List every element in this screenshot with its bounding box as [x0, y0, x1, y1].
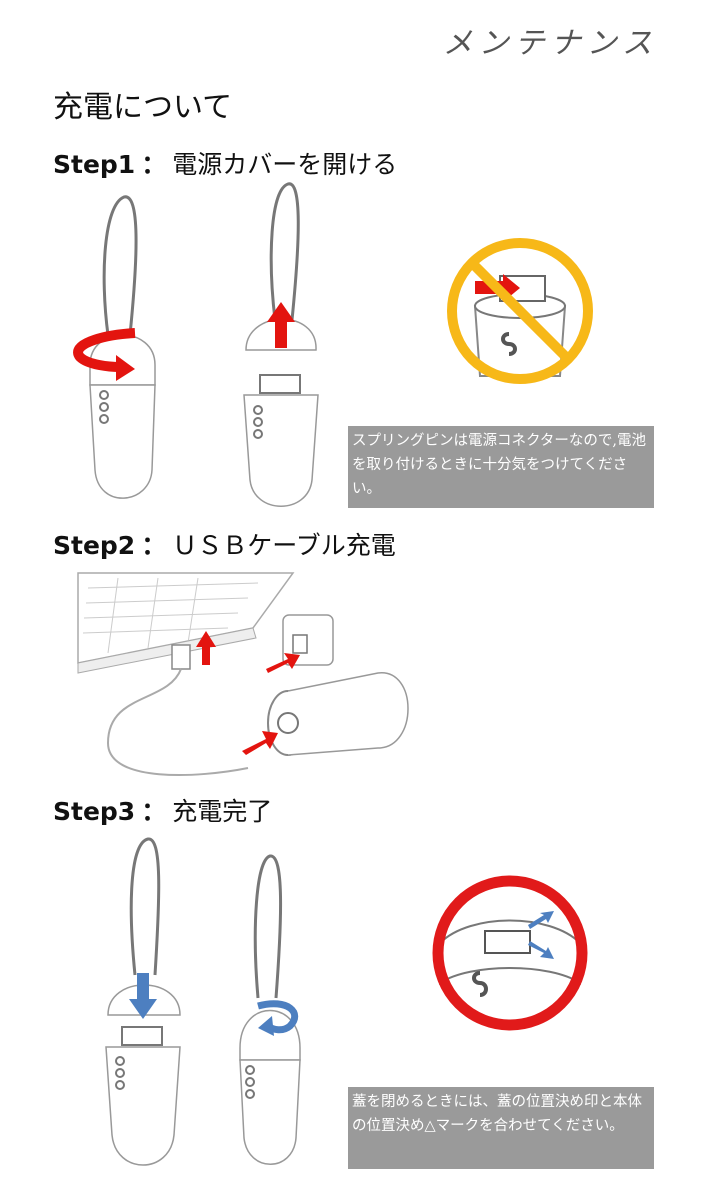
ring-highlight-icon — [432, 875, 588, 1031]
step2-text: ＵＳＢケーブル充電 — [172, 531, 396, 560]
device-cap-closing-illustration — [105, 837, 181, 1166]
right-arrow-icon — [242, 731, 278, 755]
step1-note: スプリングピンは電源コネクターなので,電池を取り付けるときに十分気をつけてくださ… — [348, 426, 654, 508]
rotate-arrow-icon — [73, 328, 136, 381]
device-cap-open-illustration — [243, 182, 319, 507]
step1-separator: ： — [141, 150, 167, 179]
section-title: 充電について — [53, 90, 233, 125]
up-arrow-icon — [196, 631, 216, 665]
device-cap-closed-illustration — [73, 195, 156, 499]
down-arrow-icon — [129, 973, 157, 1019]
step3-label: Step3 — [53, 797, 136, 826]
page-header-title: メンテナンス — [442, 26, 658, 61]
step2-label: Step2 — [53, 531, 136, 560]
up-arrow-icon — [267, 302, 295, 348]
step2-heading: Step2：ＵＳＢケーブル充電 — [53, 526, 396, 562]
step1-label: Step1 — [53, 150, 136, 179]
prohibit-icon — [447, 238, 593, 384]
step2-separator: ： — [141, 531, 167, 560]
step3-heading: Step3：充電完了 — [53, 792, 272, 828]
usb-charging-illustration — [77, 572, 409, 776]
right-arrow-icon — [266, 653, 300, 673]
step1-text: 電源カバーを開ける — [172, 150, 398, 179]
prohibit-illustration — [447, 238, 593, 384]
step1-heading: Step1：電源カバーを開ける — [53, 145, 397, 181]
step3-text: 充電完了 — [172, 797, 273, 826]
step3-note: 蓋を閉めるときには、蓋の位置決め印と本体の位置決め△マークを合わせてください。 — [348, 1087, 654, 1169]
rotate-arrow-icon — [257, 1000, 299, 1036]
alignment-ok-illustration — [432, 875, 588, 1031]
device-cap-closed-final-illustration — [239, 854, 301, 1165]
step3-separator: ： — [141, 797, 167, 826]
